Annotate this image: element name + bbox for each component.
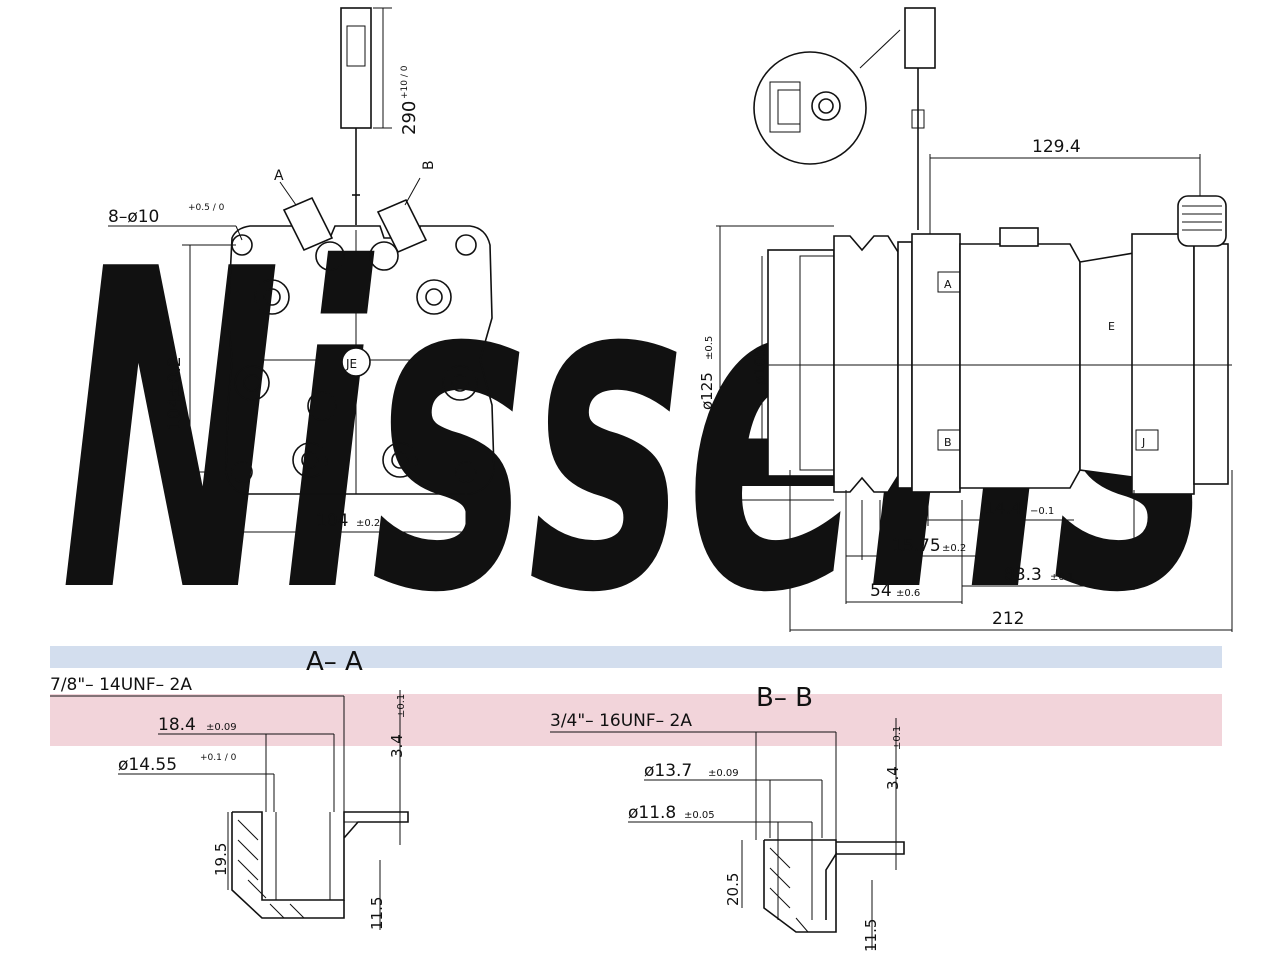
cable-length-tol: +10 / 0	[400, 65, 410, 99]
front-housing	[225, 225, 495, 495]
bolt-heads	[234, 279, 478, 478]
section-aa-d1: 18.4	[158, 715, 196, 735]
side-label-e: E	[1108, 320, 1115, 333]
dim-83-tol: ±0.1	[1050, 572, 1074, 583]
dim-54-tol: ±0.6	[896, 588, 920, 599]
dim-15-tol: ±0.2	[942, 543, 966, 554]
cable-length-dim: 290	[399, 101, 420, 135]
section-bb-d1-tol: ±0.09	[708, 768, 739, 779]
side-label-b: B	[944, 436, 952, 449]
section-aa-d1-tol: ±0.09	[206, 722, 237, 733]
section-bb-depth-top-tol: ±0.1	[892, 726, 903, 750]
dim-212: 212	[992, 609, 1024, 629]
bolt-holes-tol: +0.5 / 0	[188, 203, 225, 213]
section-aa-thread: 7/8"– 14UNF– 2A	[50, 675, 192, 695]
compressor-body	[959, 243, 1081, 489]
width-dim: 104	[316, 511, 348, 531]
width-dim-tol: ±0.2	[356, 518, 380, 529]
front-view: 290 +10 / 0 A B	[108, 7, 495, 538]
port-a-label: A	[274, 168, 284, 184]
watermark-band-pink	[50, 694, 1222, 746]
section-bb-d1: ø13.7	[644, 761, 692, 781]
rear-head	[1131, 233, 1195, 495]
section-bb-d2: ø11.8	[628, 803, 676, 823]
section-aa-depth-top-tol: ±0.1	[396, 694, 407, 718]
section-bb-d2-tol: ±0.05	[684, 810, 715, 821]
section-aa-d2: ø14.55	[118, 755, 177, 775]
dim-15: 15.75	[892, 536, 941, 556]
section-bb-depth-top: 3.4	[884, 766, 902, 790]
side-label-a: A	[944, 278, 952, 291]
port-a	[282, 196, 345, 271]
dim-dia-inner: ø105	[751, 347, 769, 385]
section-aa-d2-tol: +0.1 / 0	[200, 753, 237, 763]
center-mark: JE	[345, 357, 357, 371]
bolt-holes-dim: 8–ø10	[108, 207, 159, 227]
section-bb-depth-left: 20.5	[724, 873, 742, 906]
section-aa-title: A– A	[306, 647, 363, 677]
clutch-plate	[767, 249, 835, 477]
dim-14-tol: −0.1	[1030, 506, 1054, 517]
section-bb-depth-bottom: 11.5	[862, 919, 880, 952]
height-dim: 104±0.2	[165, 356, 185, 430]
section-aa-depth-top: 3.4	[388, 734, 406, 758]
dim-dia-outer-tol: ±0.5	[704, 336, 715, 360]
side-view: 129.4 A B J E	[698, 7, 1233, 632]
section-bb-title: B– B	[756, 683, 813, 713]
port-b-label: B	[421, 160, 437, 170]
coil	[1177, 195, 1227, 247]
side-label-j: J	[1141, 436, 1145, 449]
pulley	[833, 235, 899, 493]
section-aa: A– A 7/8"– 14UNF– 2A 18.4 ±0.09 ø14.55 +…	[50, 647, 409, 930]
section-bb-thread: 3/4"– 16UNF– 2A	[550, 711, 692, 731]
dim-dia-outer: ø125	[698, 372, 716, 410]
section-aa-depth-left: 19.5	[212, 843, 230, 876]
dim-83: 83.3	[1004, 565, 1042, 585]
watermark-band-blue	[50, 646, 1222, 668]
dim-14: 14.4	[984, 499, 1022, 519]
connector-detail-circle	[753, 51, 867, 165]
front-connector	[340, 7, 372, 129]
side-connector	[904, 7, 936, 69]
dim-54: 54	[870, 581, 892, 601]
section-bb: B– B 3/4"– 16UNF– 2A ø13.7 ±0.09 ø11.8 ±…	[550, 683, 905, 952]
dim-length-top: 129.4	[1032, 137, 1081, 157]
port-b	[369, 198, 428, 271]
front-flange	[911, 233, 961, 493]
section-aa-depth-bottom: 11.5	[368, 897, 386, 930]
